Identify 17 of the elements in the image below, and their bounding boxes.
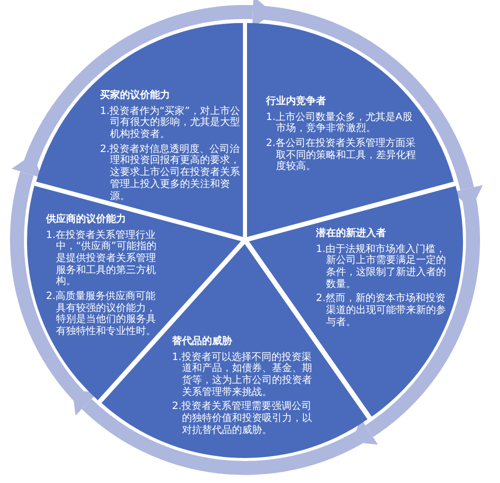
list-item: 2.投资者关系管理需要强调公司的独特价值和投资吸引力，以对抗替代品的威胁。 — [172, 401, 312, 436]
list-item: 1.投资者作为“买家”，对上市公司有很大的影响，尤其是大型机构投资者。 — [100, 106, 240, 141]
slice-heading: 潜在的新进入者 — [316, 228, 387, 240]
list-item: 1.投资者可以选择不同的投资渠道和产品，如债券、基金、期货等，这为上市公司的投资者关系管理带来挑战。 — [172, 352, 312, 398]
slice-heading: 供应商的议价能力 — [46, 214, 127, 226]
list-item: 2.高质量服务供应商可能具有较强的议价能力，特别是当他们的服务具有独特性和专业性时。 — [46, 291, 157, 338]
cycle-arrow — [72, 391, 366, 475]
list-item: 2.然而，新的资本市场和投资渠道的出现可能带来新的参与者。 — [316, 293, 447, 328]
list-item: 1.在投资者关系管理行业中，“供应商”可能指的是提供投资者关系管理服务和工具的第三方机构。 — [46, 230, 158, 288]
list-item: 2.投资者对信息透明度、公司治理和投资回报有更高的要求，这要求上市公司在投资者关系管理上投入更多的关注和资源。 — [100, 144, 240, 202]
slice-heading: 替代品的威胁 — [172, 336, 234, 348]
cycle-arrow — [353, 196, 480, 444]
slice-heading: 行业内竞争者 — [266, 96, 327, 108]
list-item: 2.各公司在投资者关系管理方面采取不同的策略和工具，差异化程度较高。 — [266, 138, 416, 174]
slice-heading: 买家的议价能力 — [100, 90, 171, 102]
list-item: 1.上市公司数量众多，尤其是A股市场，竞争非常激烈。 — [266, 112, 414, 136]
list-item: 1.由于法规和市场准入门槛，新公司上市需要满足一定的条件，这限制了新进入者的数量。 — [316, 244, 447, 290]
